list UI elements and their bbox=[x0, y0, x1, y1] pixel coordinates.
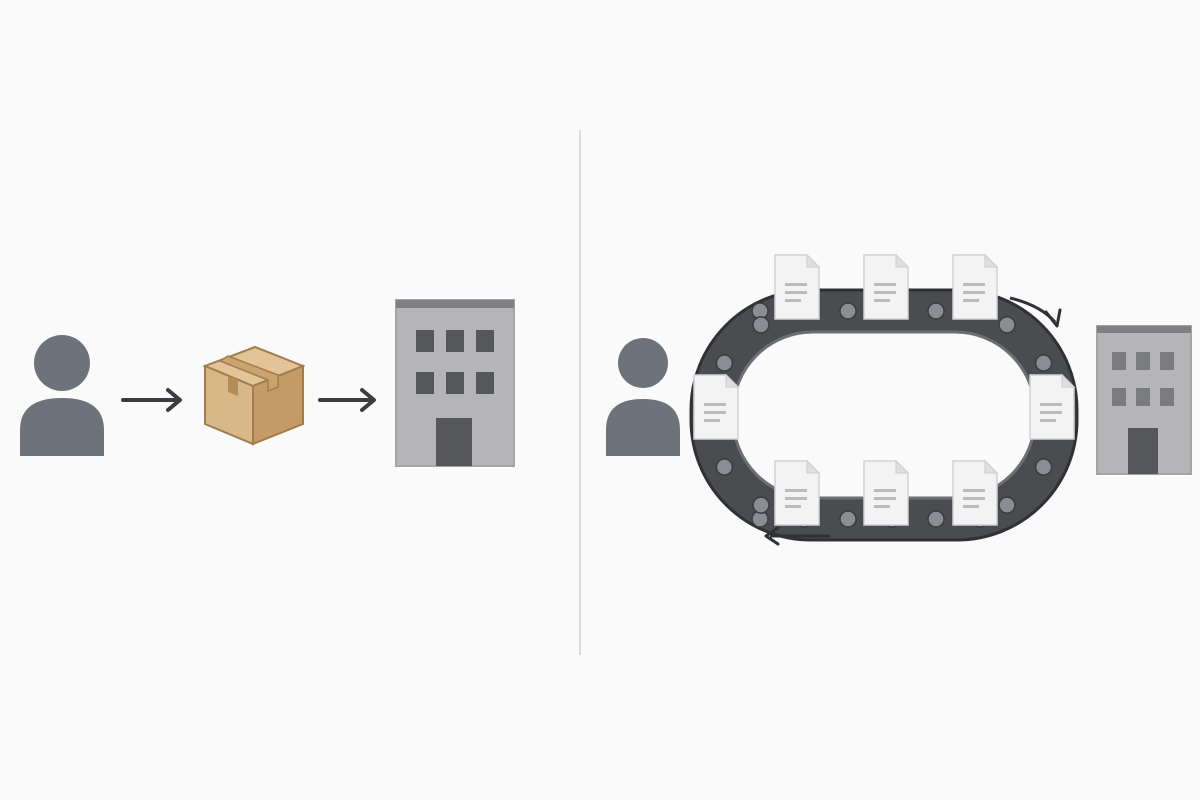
package-icon bbox=[202, 345, 306, 446]
document-icon bbox=[952, 254, 998, 320]
roller bbox=[998, 496, 1016, 514]
document-icon bbox=[693, 374, 739, 440]
arrow-right-icon bbox=[318, 388, 376, 412]
loop-direction-arrow-icon bbox=[1009, 296, 1062, 328]
document-icon bbox=[774, 460, 820, 526]
roller bbox=[715, 354, 734, 372]
roller bbox=[752, 496, 770, 514]
roller bbox=[927, 510, 945, 528]
left-building-icon bbox=[395, 299, 515, 467]
document-icon bbox=[863, 460, 909, 526]
arrow-right-icon bbox=[121, 388, 182, 412]
document-icon bbox=[863, 254, 909, 320]
document-icon bbox=[1029, 374, 1075, 440]
roller bbox=[715, 458, 734, 476]
roller bbox=[1034, 354, 1053, 372]
roller bbox=[927, 302, 945, 320]
roller bbox=[1034, 458, 1053, 476]
document-icon bbox=[952, 460, 998, 526]
roller bbox=[998, 316, 1016, 334]
document-icon bbox=[774, 254, 820, 320]
roller bbox=[839, 510, 857, 528]
right-building-icon bbox=[1096, 325, 1192, 475]
left-person-icon bbox=[20, 335, 104, 456]
right-person-icon bbox=[606, 338, 680, 456]
roller bbox=[839, 302, 857, 320]
roller bbox=[752, 316, 770, 334]
loop-direction-arrow-icon bbox=[764, 526, 830, 546]
